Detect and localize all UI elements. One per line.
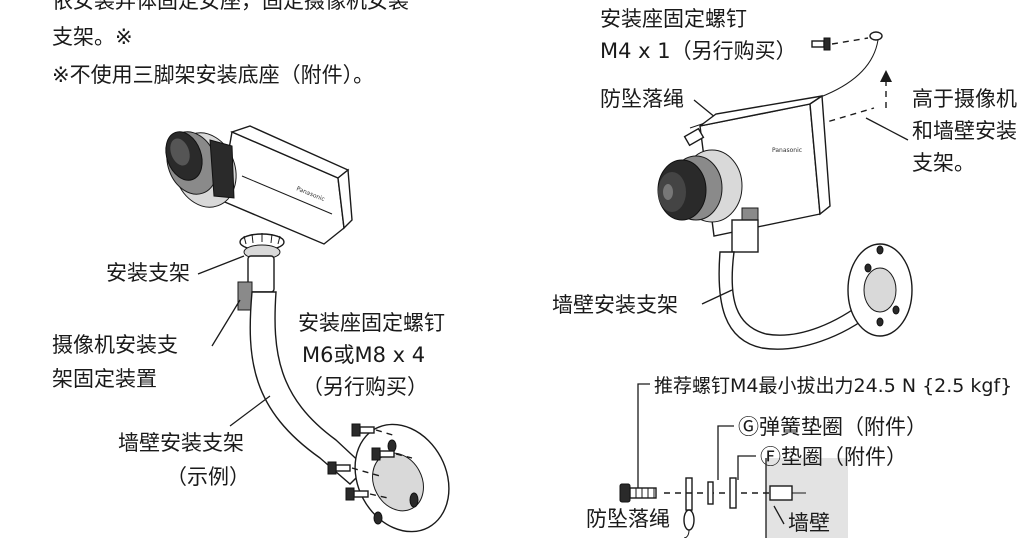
label-camera-fix-2: 架固定装置: [52, 367, 157, 391]
label-higher-3: 支架。: [912, 151, 975, 175]
right-camera: Panasonic: [657, 94, 831, 253]
intro-cut-line: 依女装弄体固定女座，固定摄像机女装: [52, 0, 409, 13]
label-r-screw-1: 安装座固定螺钉: [600, 7, 747, 31]
label-bracket-1: 墙壁安装支架: [118, 431, 244, 455]
right-wall-bracket: [718, 243, 913, 350]
label-higher-1: 高于摄像机: [912, 87, 1017, 111]
left-figure: Panasonic: [52, 125, 450, 533]
label-r-screw-2: M4 x 1（另行购买）: [600, 39, 797, 63]
detail-screw: [619, 483, 657, 503]
screw: [351, 423, 397, 437]
label-screw-2: M6或M8 x 4: [302, 343, 425, 367]
label-wall: 墙壁: [788, 511, 830, 535]
left-camera: Panasonic: [165, 125, 353, 260]
label-screw-3: （另行购买）: [302, 375, 428, 399]
screw: [371, 447, 413, 461]
label-screw-1: 安装座固定螺钉: [298, 311, 445, 335]
label-bracket-2: （示例）: [166, 465, 250, 489]
screw: [345, 487, 389, 501]
screw: [327, 461, 381, 477]
intro-note: ※不使用三脚架安装底座（附件）。: [52, 63, 374, 87]
right-camera-brand: Panasonic: [772, 147, 802, 154]
label-spring-washer: Ⓖ弹簧垫圈（附件）: [738, 415, 927, 439]
r-screw-icon: [811, 31, 883, 51]
right-figure: 安装座固定螺钉 M4 x 1（另行购买） 防坠落绳 高于摄像机 和墙壁安装 支架…: [552, 7, 1017, 350]
intro-text: 依女装弄体固定女座，固定摄像机女装 支架。※ ※不使用三脚架安装底座（附件）。: [52, 0, 409, 87]
label-higher-2: 和墙壁安装: [912, 119, 1017, 143]
label-camera-fix-1: 摄像机安装支: [52, 333, 178, 357]
label-detail-safety-wire: 防坠落绳: [586, 507, 670, 531]
intro-support-line: 支架。※: [52, 25, 133, 49]
label-washer: Ⓕ垫圈（附件）: [760, 445, 907, 469]
label-mount: 安装支架: [106, 261, 190, 285]
left-screws: [327, 423, 413, 501]
label-recommended-screw: 推荐螺钉M4最小拔出力24.5 N {2.5 kgf}: [654, 375, 1012, 397]
label-wall-bracket: 墙壁安装支架: [552, 293, 678, 317]
label-safety-wire: 防坠落绳: [600, 87, 684, 111]
detail-figure: 推荐螺钉M4最小拔出力24.5 N {2.5 kgf} Ⓖ弹簧垫圈（附件） Ⓕ垫…: [586, 375, 1012, 538]
